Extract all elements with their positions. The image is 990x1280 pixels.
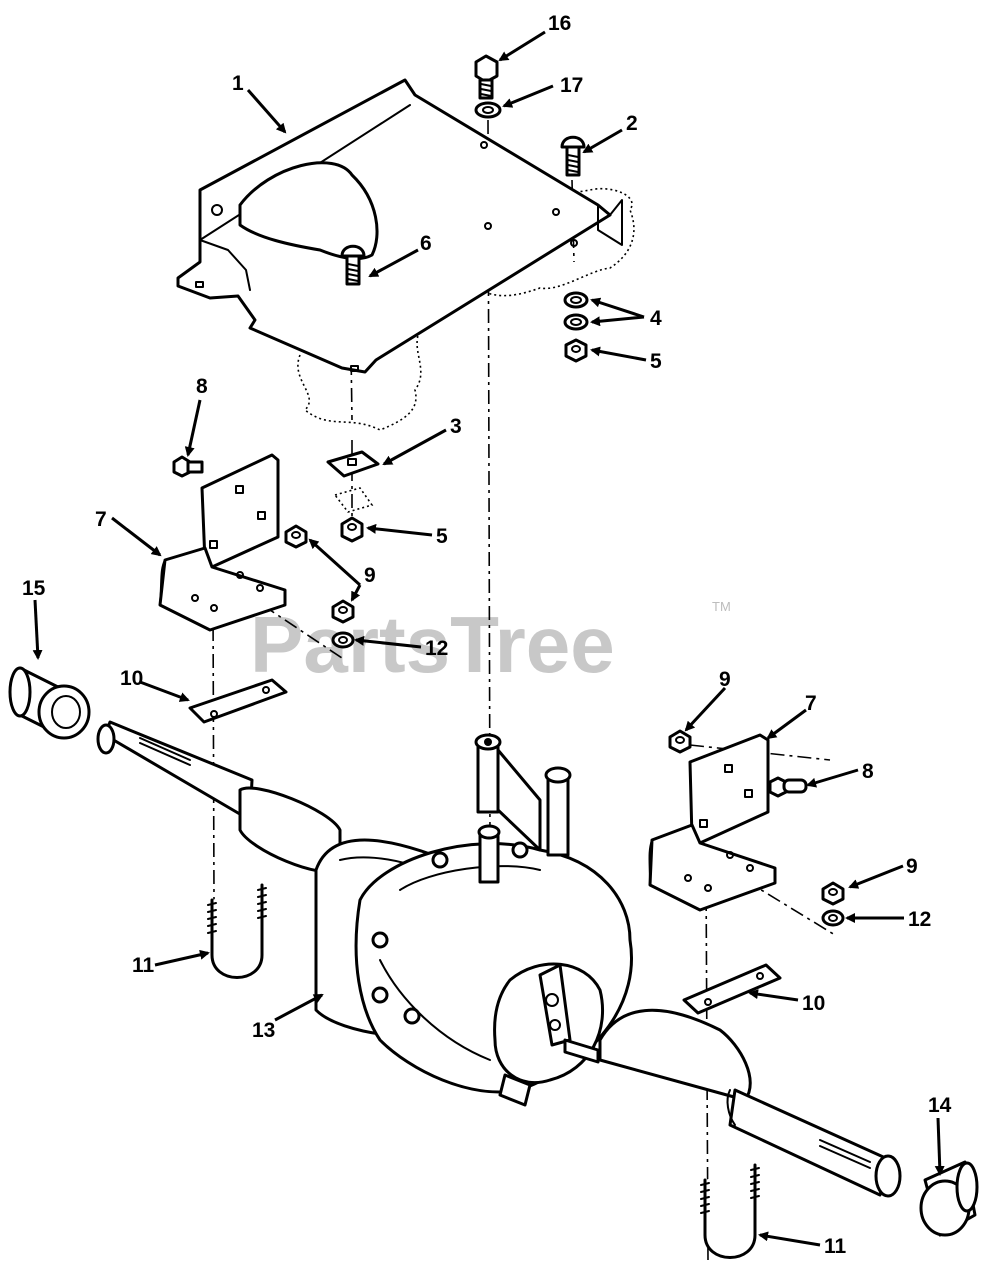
nut-5-upper <box>564 338 588 363</box>
callout-1: 1 <box>232 72 244 95</box>
washer-12-right <box>821 909 845 927</box>
callout-12-right: 12 <box>908 908 931 931</box>
callout-7-right: 7 <box>805 692 817 715</box>
callout-10-right: 10 <box>802 992 825 1015</box>
bracket-7-left <box>158 453 287 632</box>
callout-15: 15 <box>22 577 46 600</box>
bolt-8-right <box>768 776 808 798</box>
callout-labels: 1 2 3 4 5 5 6 7 7 8 8 9 9 9 10 10 11 11 … <box>22 12 952 1258</box>
callout-9-top-right: 9 <box>719 668 731 691</box>
square-plate-3 <box>326 450 380 478</box>
trademark-mark: TM <box>712 599 731 614</box>
callout-13: 13 <box>252 1019 275 1042</box>
callout-17: 17 <box>560 74 583 97</box>
nut-9-b <box>331 599 355 624</box>
nut-9-d <box>821 881 845 906</box>
washer-17 <box>474 101 502 119</box>
callout-11-left: 11 <box>132 954 155 977</box>
bolt-16 <box>474 54 499 100</box>
frame-ghost-outline <box>297 187 635 513</box>
mounting-plate <box>176 78 623 374</box>
carriage-bolt-6 <box>340 244 366 286</box>
bolt-8-left <box>172 455 204 478</box>
callout-2: 2 <box>626 112 638 135</box>
callout-6: 6 <box>420 232 432 255</box>
callout-10-left: 10 <box>120 667 143 690</box>
strap-10-left <box>188 678 288 724</box>
washer-12-left <box>331 631 355 649</box>
u-bolt-11-right <box>700 1163 760 1259</box>
callout-8-right: 8 <box>862 760 874 783</box>
callout-9-left: 9 <box>364 564 376 587</box>
carriage-bolt-2 <box>560 135 586 177</box>
nut-9-a <box>284 524 308 549</box>
washers-4 <box>563 291 589 331</box>
callout-11-right: 11 <box>824 1235 847 1258</box>
u-bolt-11-left <box>207 883 267 979</box>
callout-7-left: 7 <box>95 508 107 531</box>
partstree-watermark: PartsTree <box>250 600 615 689</box>
callout-5-upper: 5 <box>650 350 662 373</box>
bushing-15 <box>8 666 91 740</box>
callout-leaders <box>32 30 945 1247</box>
callout-5-lower: 5 <box>436 525 448 548</box>
callout-14: 14 <box>928 1094 952 1117</box>
nut-5-lower <box>340 516 364 543</box>
nut-9-c <box>668 729 692 754</box>
callout-3: 3 <box>450 415 462 438</box>
bracket-7-right <box>648 733 777 912</box>
callout-9-right: 9 <box>906 855 918 878</box>
transaxle-13 <box>96 720 902 1198</box>
callout-12-left: 12 <box>425 637 448 660</box>
callout-8-left: 8 <box>196 375 208 398</box>
callout-16: 16 <box>548 12 571 35</box>
bushing-14 <box>919 1160 979 1237</box>
callout-4: 4 <box>650 307 662 330</box>
strap-10-right <box>682 963 782 1015</box>
